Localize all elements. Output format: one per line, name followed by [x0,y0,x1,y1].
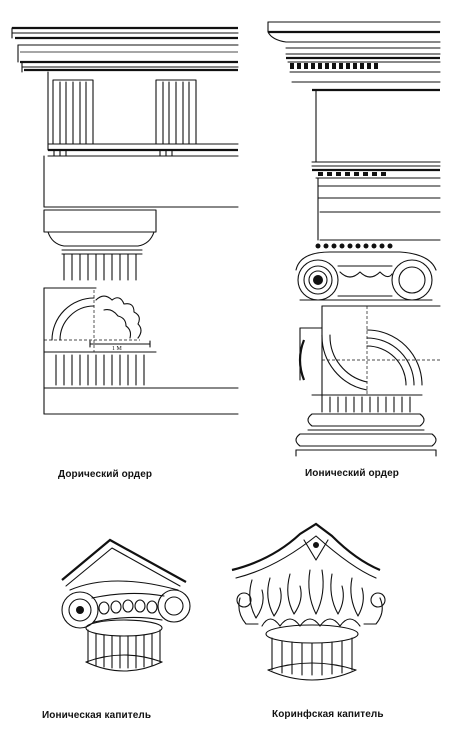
ionic-order-caption: Ионический ордер [305,468,399,479]
ionic-capital-volute [295,251,437,301]
doric-column-shaft-top [63,253,137,281]
ionic-frieze [311,89,441,167]
doric-lower-shaft [43,354,239,415]
ionic-dentils [290,63,378,69]
ionic-plan-section [298,305,441,396]
doric-cornice [11,26,239,73]
doric-dimension-label: 1 М [112,346,123,352]
doric-plan-section: 1 М [43,287,157,415]
doric-frieze [47,71,239,157]
ionic-egg-dart-band [318,172,386,176]
doric-architrave [43,155,239,208]
ionic-capital-caption: Ионическая капитель [42,710,152,721]
ionic-cornice [267,21,441,92]
ionic-bead-band [315,243,393,249]
corinthian-capital-caption: Коринфская капитель [272,709,384,720]
corinthian-acanthus-leaves [236,569,386,627]
corinthian-capital-drawing [231,522,386,681]
ionic-architrave [312,168,441,249]
doric-order-drawing: 1 М [11,26,239,415]
ionic-order-drawing [267,21,441,457]
doric-order-caption: Дорический ордер [58,469,153,480]
doric-capital [43,209,157,281]
ionic-capital-egg-band [98,599,158,615]
ionic-capital-drawing [61,538,191,672]
ionic-capital-flutes [87,629,161,669]
corinthian-capital-flutes [271,637,353,676]
ionic-base [295,394,437,457]
